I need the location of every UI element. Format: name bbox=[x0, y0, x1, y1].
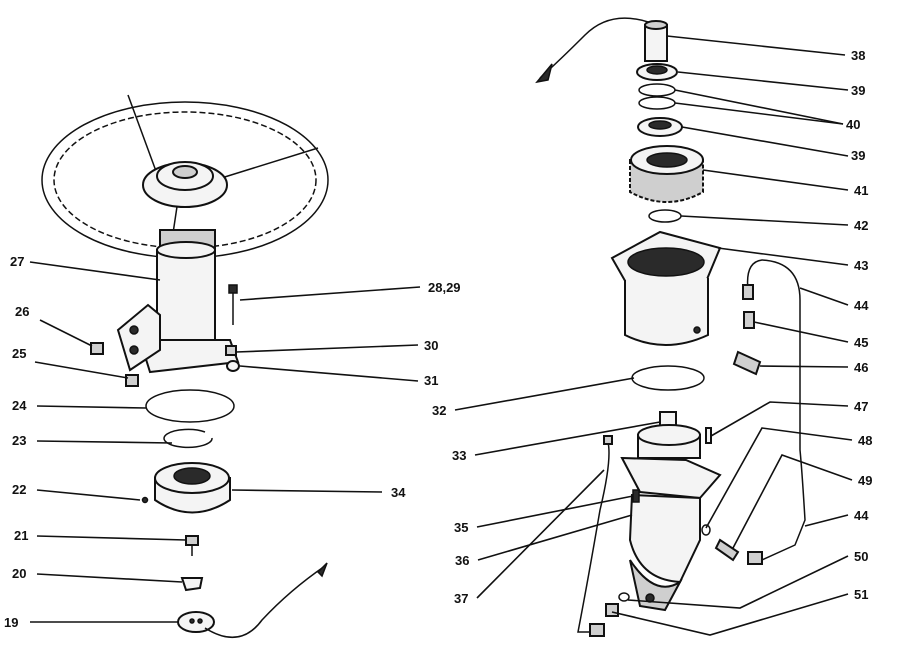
callout-42: 42 bbox=[854, 218, 868, 233]
callout-24: 24 bbox=[12, 398, 27, 413]
callout-45: 45 bbox=[854, 335, 868, 350]
callout-25: 25 bbox=[12, 346, 26, 361]
arrow-head-left bbox=[316, 562, 328, 578]
fitting-51 bbox=[605, 603, 619, 617]
leader-lines bbox=[29, 35, 853, 636]
fitting-45 bbox=[743, 311, 755, 329]
callout-39-bottom: 39 bbox=[851, 148, 865, 163]
callout-19: 19 bbox=[4, 615, 18, 630]
bearing-housing-34 bbox=[154, 462, 231, 514]
callout-38: 38 bbox=[851, 48, 865, 63]
steering-column-housing bbox=[116, 229, 240, 374]
o-ring-42 bbox=[648, 209, 682, 223]
callout-43: 43 bbox=[854, 258, 868, 273]
seal-ring-24 bbox=[145, 389, 235, 423]
screw-21 bbox=[185, 535, 199, 556]
callout-31: 31 bbox=[424, 373, 438, 388]
callout-48: 48 bbox=[858, 433, 872, 448]
snap-ring-23 bbox=[163, 428, 213, 449]
callout-27: 27 bbox=[10, 254, 24, 269]
shaft-38 bbox=[644, 20, 668, 62]
callout-49: 49 bbox=[858, 473, 872, 488]
washer-50 bbox=[618, 592, 630, 602]
callout-30: 30 bbox=[424, 338, 438, 353]
rings-40 bbox=[638, 83, 676, 110]
callout-20: 20 bbox=[12, 566, 26, 581]
seal-ring-32 bbox=[631, 365, 705, 391]
callout-51: 51 bbox=[854, 587, 868, 602]
bearing-39-top bbox=[636, 63, 678, 81]
tab-washer-20 bbox=[180, 577, 204, 592]
plug-46 bbox=[732, 350, 762, 376]
callout-47: 47 bbox=[854, 399, 868, 414]
bearing-39-bottom bbox=[637, 117, 683, 137]
callout-46: 46 bbox=[854, 360, 868, 375]
callout-23: 23 bbox=[12, 433, 26, 448]
cap-19 bbox=[177, 611, 215, 633]
housing-43 bbox=[610, 230, 722, 346]
callout-39-top: 39 bbox=[851, 83, 865, 98]
callout-35: 35 bbox=[454, 520, 468, 535]
fitting-49 bbox=[714, 538, 740, 562]
callout-28-29: 28,29 bbox=[428, 280, 461, 295]
callout-22: 22 bbox=[12, 482, 26, 497]
callout-32: 32 bbox=[432, 403, 446, 418]
callout-44-top: 44 bbox=[854, 298, 869, 313]
assembly-arrow-left bbox=[204, 565, 326, 639]
valve-body-33 bbox=[620, 411, 722, 612]
callout-numbers: 27 26 25 24 23 22 21 20 19 28,29 30 31 3… bbox=[4, 48, 872, 630]
callout-44-bottom: 44 bbox=[854, 508, 869, 523]
callout-34: 34 bbox=[391, 485, 406, 500]
callout-41: 41 bbox=[854, 183, 868, 198]
gear-41 bbox=[629, 145, 704, 203]
callout-26: 26 bbox=[15, 304, 29, 319]
assembly-arrow-right bbox=[539, 17, 649, 79]
callout-21: 21 bbox=[14, 528, 28, 543]
fuel-line-44 bbox=[742, 259, 806, 565]
drain-tube-37 bbox=[577, 435, 613, 637]
ball-22 bbox=[141, 496, 149, 504]
arrow-head-right bbox=[535, 63, 553, 84]
callout-40: 40 bbox=[846, 117, 860, 132]
callout-50: 50 bbox=[854, 549, 868, 564]
callout-37: 37 bbox=[454, 591, 468, 606]
small-bolts-left bbox=[90, 342, 139, 387]
callout-33: 33 bbox=[452, 448, 466, 463]
pin-47 bbox=[705, 427, 712, 444]
callout-36: 36 bbox=[455, 553, 469, 568]
washer-48 bbox=[701, 524, 711, 536]
